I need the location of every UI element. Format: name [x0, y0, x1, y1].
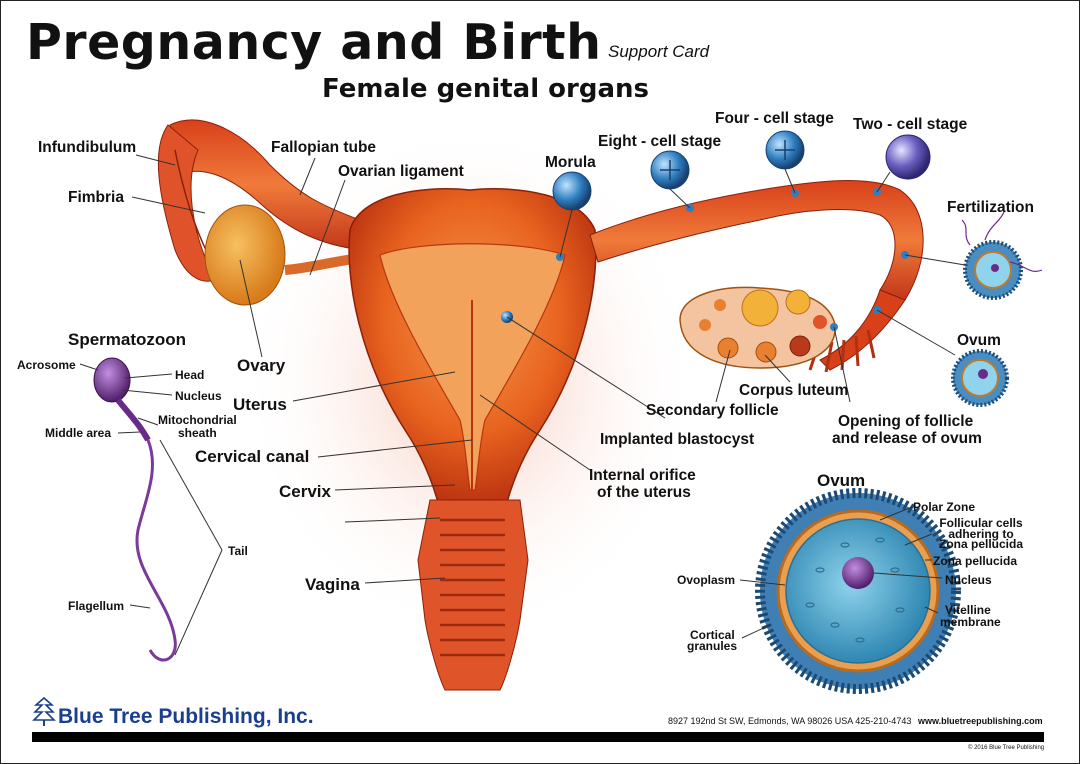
- label-vagina: Vagina: [305, 575, 360, 594]
- right-fallopian-tube: [589, 180, 924, 373]
- two-cell-stage: [885, 134, 931, 180]
- label-secondary-follicle: Secondary follicle: [646, 402, 779, 419]
- label-granules: granules: [687, 639, 738, 653]
- label-corpus-luteum: Corpus luteum: [739, 382, 849, 399]
- label-head: Head: [175, 368, 205, 382]
- label-ovoplasm: Ovoplasm: [677, 573, 736, 587]
- label-opening-follicle: Opening of follicle: [838, 413, 974, 430]
- label-fimbria: Fimbria: [68, 189, 124, 206]
- label-cortical: Cortical: [690, 628, 735, 642]
- ovum-detail-title: Ovum: [817, 471, 866, 490]
- label-eight-cell: Eight - cell stage: [598, 133, 722, 150]
- label-acrosome: Acrosome: [17, 358, 76, 372]
- label-sheath: sheath: [178, 426, 217, 440]
- left-ovary: [204, 204, 286, 306]
- label-follicular-cells: Follicular cells: [939, 516, 1023, 530]
- footer-bar: [32, 732, 1044, 742]
- sperm-title: Spermatozoon: [68, 330, 187, 349]
- publisher-address: 8927 192nd St SW, Edmonds, WA 98026 USA …: [668, 716, 912, 726]
- label-zona-pellucida-adhering: Zona pellucida: [938, 537, 1023, 551]
- label-ovarian-ligament: Ovarian ligament: [338, 163, 464, 180]
- label-fertilization: Fertilization: [947, 199, 1034, 216]
- fertilization-ovum: [961, 211, 1043, 300]
- morula-cell: [552, 171, 592, 211]
- label-uterus: Uterus: [233, 395, 287, 414]
- tree-logo-icon: [32, 696, 56, 726]
- label-ovary: Ovary: [237, 356, 286, 375]
- label-of-the-uterus: of the uterus: [597, 484, 691, 501]
- label-mitochondrial: Mitochondrial: [158, 413, 237, 427]
- section-heading: Female genital organs: [322, 74, 650, 104]
- label-middle-area: Middle area: [45, 426, 112, 440]
- publisher-website[interactable]: www.bluetreepublishing.com: [918, 716, 1043, 726]
- publisher-name: Blue Tree Publishing, Inc.: [58, 705, 314, 728]
- label-zona-pellucida: Zona pellucida: [933, 554, 1018, 568]
- label-four-cell: Four - cell stage: [715, 110, 834, 127]
- spermatozoon-drawing: [93, 357, 177, 662]
- label-cervix: Cervix: [279, 482, 331, 501]
- label-release-ovum: and release of ovum: [832, 430, 982, 447]
- label-ovum: Ovum: [957, 332, 1001, 349]
- label-polar-zone: Polar Zone: [913, 500, 976, 514]
- label-ovum-nucleus: Nucleus: [945, 573, 992, 587]
- label-two-cell: Two - cell stage: [853, 116, 968, 133]
- small-ovum: [951, 349, 1009, 407]
- ovum-detail-diagram: [755, 488, 961, 694]
- label-membrane: membrane: [940, 615, 1001, 629]
- label-infundibulum: Infundibulum: [38, 139, 137, 156]
- right-ovary: [679, 286, 836, 369]
- page-title: Pregnancy and Birth: [26, 14, 602, 71]
- cell-divisions: [660, 140, 795, 180]
- label-flagellum: Flagellum: [68, 599, 125, 613]
- label-fallopian-tube: Fallopian tube: [271, 139, 377, 156]
- label-cervical-canal: Cervical canal: [195, 447, 310, 466]
- vagina-rugae: [440, 518, 505, 657]
- label-nucleus: Nucleus: [175, 389, 222, 403]
- label-vitelline: Vitelline: [945, 603, 991, 617]
- label-implanted-blastocyst: Implanted blastocyst: [600, 431, 755, 448]
- page-subtitle: Support Card: [608, 42, 710, 61]
- copyright-notice: © 2016 Blue Tree Publishing: [968, 745, 1045, 751]
- label-tail: Tail: [228, 544, 248, 558]
- label-morula: Morula: [545, 154, 596, 171]
- label-adhering-to: adhering to: [948, 527, 1014, 541]
- label-internal-orifice: Internal orifice: [589, 467, 696, 484]
- leader-lines: [79, 154, 966, 656]
